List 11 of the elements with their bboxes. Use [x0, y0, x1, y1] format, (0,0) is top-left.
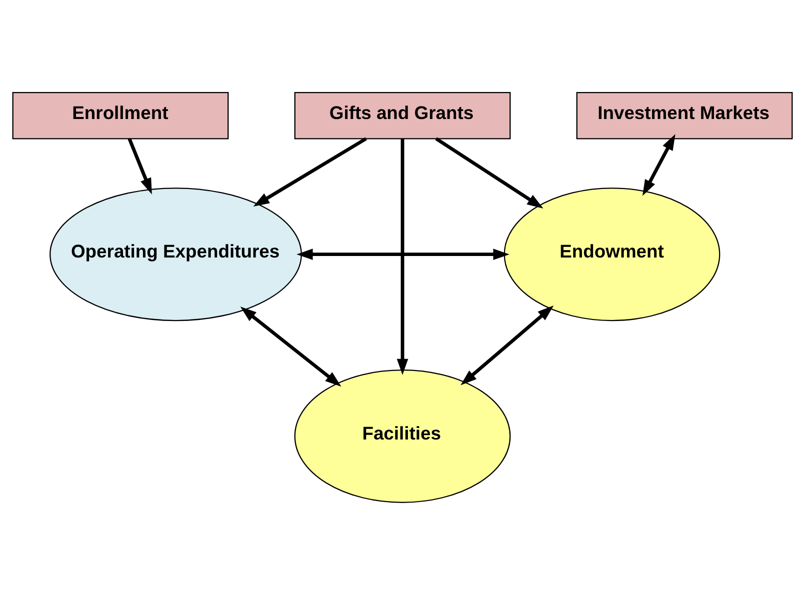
node-box: Investment Markets: [576, 92, 793, 139]
arrow: [128, 138, 152, 194]
arrow: [396, 138, 408, 375]
arrow: [460, 304, 554, 385]
node-box: Gifts and Grants: [294, 92, 511, 139]
arrow: [240, 306, 342, 386]
arrow: [435, 136, 544, 208]
arrow: [253, 136, 367, 206]
arrow: [296, 248, 510, 260]
node-box: Enrollment: [12, 92, 229, 139]
arrow: [642, 134, 676, 196]
